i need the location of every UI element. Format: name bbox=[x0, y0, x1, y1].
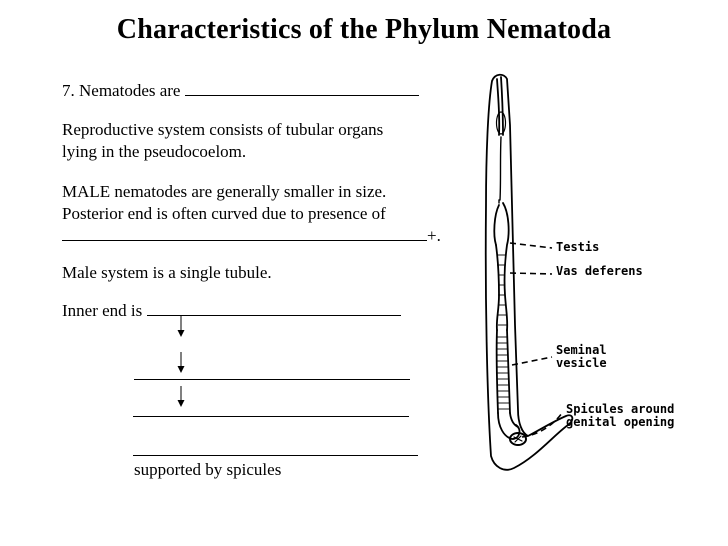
nematode-diagram bbox=[484, 73, 574, 471]
fill-blank-step-1 bbox=[134, 379, 410, 380]
nematodes-are-text: 7. Nematodes are bbox=[62, 81, 181, 100]
reproductive-system-paragraph: Reproductive system consists of tubular … bbox=[62, 119, 383, 163]
label-testis: Testis bbox=[556, 240, 600, 254]
down-arrow-icon bbox=[177, 352, 185, 373]
fill-blank-posterior bbox=[62, 226, 427, 241]
down-arrow-icon bbox=[177, 316, 185, 337]
fill-blank-step-3 bbox=[133, 455, 418, 456]
label-seminal-line-1: Seminal bbox=[556, 343, 607, 357]
inner-end-line: Inner end is bbox=[62, 300, 401, 322]
fill-blank-inner-end bbox=[146, 301, 401, 316]
male-system-line: Male system is a single tubule. bbox=[62, 263, 272, 282]
supported-by-spicules-text: supported by spicules bbox=[134, 460, 282, 479]
label-seminal-vesicle: Seminal vesicle bbox=[556, 344, 607, 370]
down-arrow-icon bbox=[177, 386, 185, 407]
inner-end-text: Inner end is bbox=[62, 301, 143, 320]
page-title: Characteristics of the Phylum Nematoda bbox=[116, 14, 612, 45]
label-seminal-line-2: vesicle bbox=[556, 356, 607, 370]
male-line-3-end: +. bbox=[427, 226, 441, 245]
nematodes-are-line: 7. Nematodes are bbox=[62, 80, 419, 102]
reproductive-line-2: lying in the pseudocoelom. bbox=[62, 142, 247, 161]
label-vas-deferens: Vas deferens bbox=[556, 264, 643, 278]
label-spicules-line-2: genital opening bbox=[566, 415, 675, 429]
male-nematodes-paragraph: MALE nematodes are generally smaller in … bbox=[62, 181, 441, 247]
fill-blank-step-2 bbox=[133, 416, 409, 417]
male-line-2: Posterior end is often curved due to pre… bbox=[62, 204, 386, 223]
reproductive-line-1: Reproductive system consists of tubular … bbox=[62, 120, 384, 139]
fill-blank-nematodes bbox=[184, 81, 419, 96]
label-spicules-line-1: Spicules around bbox=[566, 402, 675, 416]
label-spicules: Spicules around genital opening bbox=[566, 403, 674, 429]
male-line-1: MALE nematodes are generally smaller in … bbox=[62, 182, 387, 201]
